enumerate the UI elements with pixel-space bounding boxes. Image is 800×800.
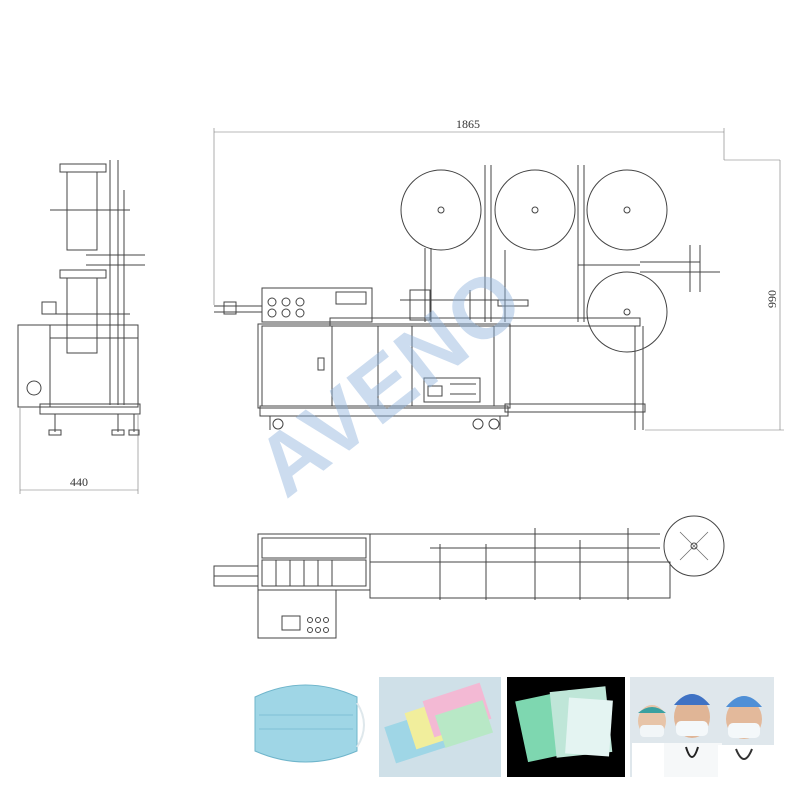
width-dimension-label: 440 xyxy=(70,475,88,489)
top-view xyxy=(213,515,725,639)
material-roll xyxy=(586,169,668,251)
length-dimension-label: 1865 xyxy=(456,117,480,131)
material-roll xyxy=(400,169,482,251)
material-roll xyxy=(663,515,725,577)
photo-green-masks-on-black xyxy=(507,677,625,777)
material-roll xyxy=(494,169,576,251)
photo-blue-surgical-mask xyxy=(245,677,373,777)
watermark: AVENO xyxy=(239,249,542,515)
material-roll xyxy=(586,271,668,353)
side-view: 440 xyxy=(17,160,145,494)
photo-masked-doctors xyxy=(630,677,774,777)
photo-colored-masks-stack xyxy=(379,677,501,777)
front-view: 1865 990 xyxy=(213,117,784,431)
height-dimension-label: 990 xyxy=(765,290,779,308)
